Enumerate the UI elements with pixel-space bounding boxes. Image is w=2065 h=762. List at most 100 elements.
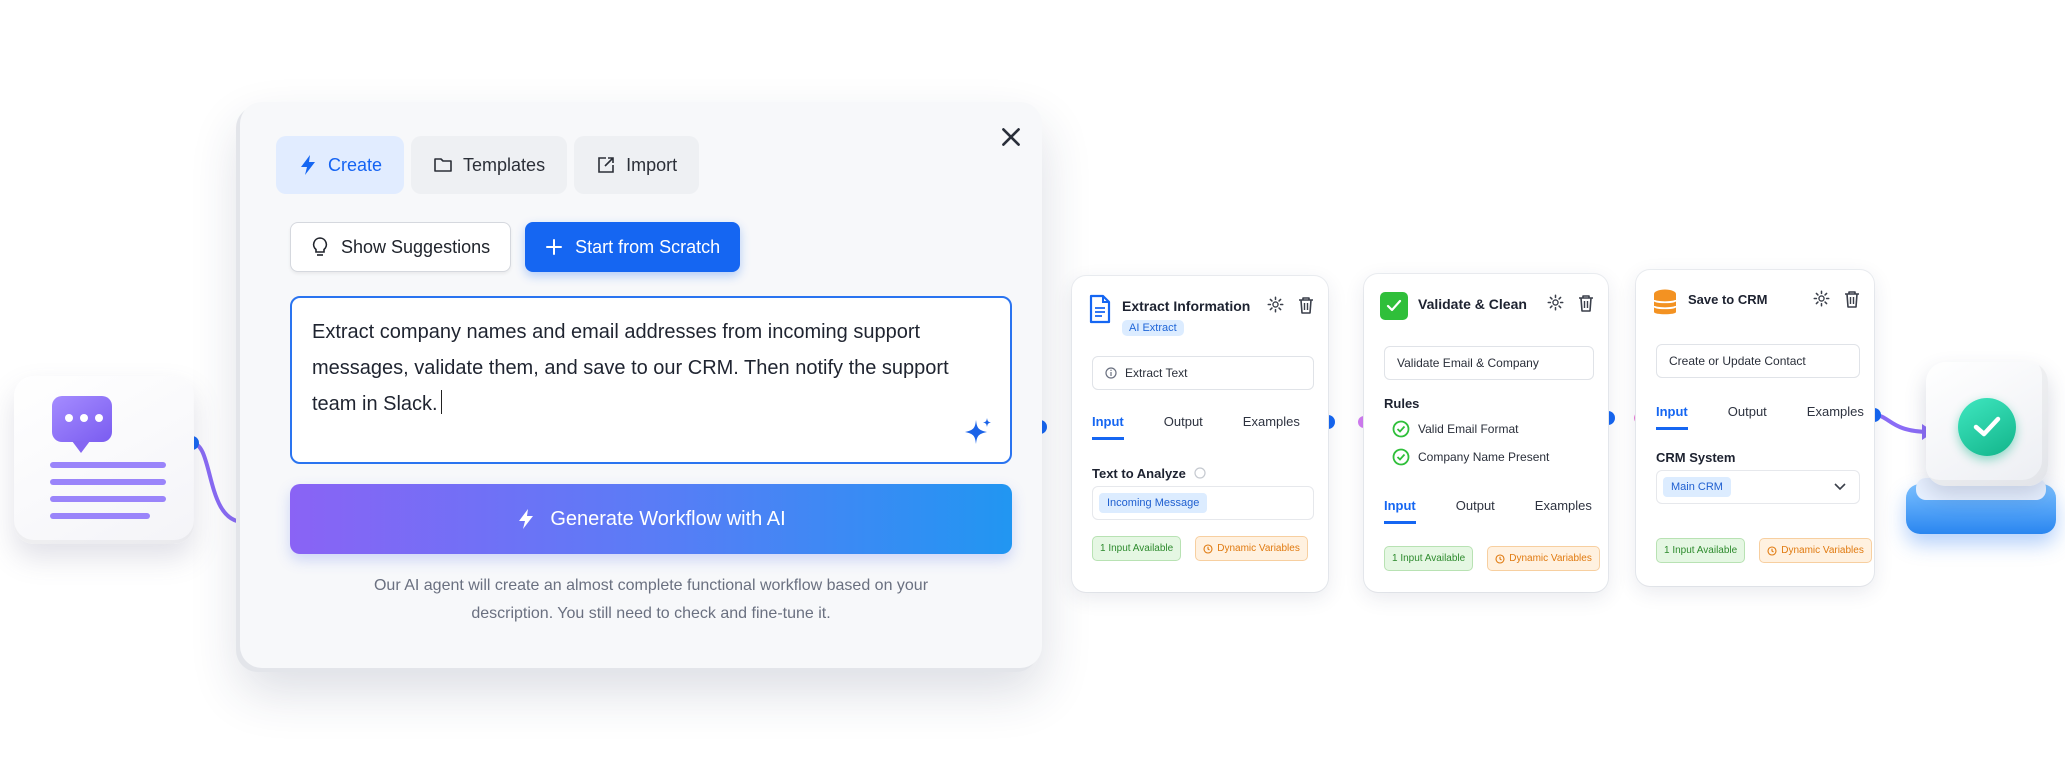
tab-examples[interactable]: Examples: [1534, 498, 1592, 513]
node-tabs: Input Output Examples: [1384, 498, 1592, 524]
node-save-to-crm[interactable]: Save to CRM Create or Update Contact Inp…: [1636, 270, 1874, 586]
node-status-pills: 1 Input Available Dynamic Variables: [1092, 536, 1308, 561]
crm-system-label: CRM System: [1656, 450, 1736, 465]
button-label: Generate Workflow with AI: [550, 507, 786, 530]
clock-icon: [1203, 543, 1213, 554]
check-circle-icon: [1392, 448, 1410, 466]
node-tabs: Input Output Examples: [1092, 414, 1300, 440]
node-title: Save to CRM: [1688, 292, 1768, 307]
tab-output[interactable]: Output: [1727, 404, 1767, 419]
rule-item: Valid Email Format: [1392, 420, 1518, 438]
field-label-text: Text to Analyze: [1092, 466, 1186, 481]
document-icon: [1089, 294, 1111, 324]
dynamic-variables-pill[interactable]: Dynamic Variables: [1759, 538, 1872, 563]
field-label: Text to Analyze: [1092, 466, 1206, 481]
trash-icon[interactable]: [1298, 296, 1314, 314]
node-status-pills: 1 Input Available Dynamic Variables: [1384, 546, 1600, 571]
rule-text: Company Name Present: [1418, 450, 1550, 464]
helper-text: Our AI agent will create an almost compl…: [290, 572, 1012, 628]
rules-label: Rules: [1384, 396, 1420, 411]
chat-bubble-icon: [52, 396, 112, 453]
node-extract-information[interactable]: Extract Information AI Extract Extract T…: [1072, 276, 1328, 592]
rule-text: Valid Email Format: [1418, 422, 1519, 436]
folder-icon: [434, 158, 452, 172]
button-label: Show Suggestions: [341, 236, 491, 257]
node-validate-clean[interactable]: Validate & Clean Validate Email & Compan…: [1364, 274, 1608, 592]
check-circle-icon: [1392, 420, 1410, 438]
helper-line: description. You still need to check and…: [471, 605, 831, 622]
field-value: Validate Email & Company: [1397, 356, 1539, 370]
message-lines-decoration: [50, 462, 166, 530]
ai-sparkle-icon[interactable]: [962, 416, 994, 448]
trash-icon[interactable]: [1844, 290, 1860, 308]
database-icon: [1653, 289, 1677, 315]
clock-icon: [1495, 553, 1505, 564]
variable-chip[interactable]: Incoming Message: [1099, 493, 1208, 513]
selected-crm-chip: Main CRM: [1663, 477, 1731, 497]
success-pedestal: [1906, 478, 2056, 534]
tab-input[interactable]: Input: [1656, 404, 1688, 430]
tab-create[interactable]: Create: [276, 136, 405, 194]
tab-label: Import: [626, 154, 678, 175]
validate-field[interactable]: Validate Email & Company: [1384, 346, 1594, 380]
node-tabs: Input Output Examples: [1656, 404, 1864, 430]
inputs-available-pill: 1 Input Available: [1092, 536, 1182, 561]
dialog-tabs: Create Templates Import: [276, 136, 700, 194]
tab-label: Templates: [463, 154, 546, 175]
pill-label: Dynamic Variables: [1509, 553, 1592, 564]
node-title: Extract Information: [1122, 298, 1251, 314]
tab-templates[interactable]: Templates: [411, 136, 568, 194]
pill-label: Dynamic Variables: [1781, 545, 1864, 556]
trash-icon[interactable]: [1578, 294, 1594, 312]
plus-icon: [546, 239, 563, 255]
dynamic-variables-pill[interactable]: Dynamic Variables: [1195, 536, 1308, 561]
extract-text-field[interactable]: Extract Text: [1092, 356, 1314, 390]
connector-message-to-dialog: [191, 441, 245, 524]
bolt-icon: [519, 509, 534, 529]
tab-input[interactable]: Input: [1092, 414, 1124, 440]
info-circle-icon: [1105, 367, 1117, 379]
node-title: Validate & Clean: [1418, 296, 1527, 312]
gear-icon[interactable]: [1547, 294, 1564, 311]
bolt-icon: [301, 155, 315, 175]
prompt-text: Extract company names and email addresse…: [312, 321, 949, 415]
inputs-available-pill: 1 Input Available: [1656, 538, 1746, 563]
workflow-prompt-textarea[interactable]: Extract company names and email addresse…: [290, 296, 1012, 464]
button-label: Start from Scratch: [575, 236, 721, 257]
dialog-actions: Show Suggestions Start from Scratch: [290, 222, 741, 272]
dynamic-variables-pill[interactable]: Dynamic Variables: [1487, 546, 1600, 571]
inputs-available-pill: 1 Input Available: [1384, 546, 1474, 571]
clock-icon: [1767, 545, 1777, 556]
show-suggestions-button[interactable]: Show Suggestions: [290, 222, 512, 272]
gear-icon[interactable]: [1813, 290, 1830, 307]
create-workflow-dialog: Create Templates Import Show Suggestions: [240, 102, 1042, 668]
helper-line: Our AI agent will create an almost compl…: [373, 577, 929, 594]
crm-system-select[interactable]: Main CRM: [1656, 470, 1860, 504]
rule-item: Company Name Present: [1392, 448, 1549, 466]
field-value: Create or Update Contact: [1669, 354, 1806, 368]
tab-output[interactable]: Output: [1163, 414, 1203, 429]
checkbox-icon: [1380, 292, 1408, 320]
tab-output[interactable]: Output: [1455, 498, 1495, 513]
chevron-down-icon: [1834, 483, 1846, 491]
tab-import[interactable]: Import: [574, 136, 700, 194]
close-icon[interactable]: [998, 124, 1024, 150]
tab-examples[interactable]: Examples: [1242, 414, 1300, 429]
import-icon: [598, 157, 614, 173]
start-from-scratch-button[interactable]: Start from Scratch: [525, 222, 741, 272]
tab-label: Create: [328, 154, 383, 175]
text-to-analyze-field[interactable]: Incoming Message: [1092, 486, 1314, 520]
info-circle-icon: [1193, 467, 1206, 479]
lightbulb-icon: [312, 237, 328, 256]
text-caret: [440, 390, 443, 414]
node-status-pills: 1 Input Available Dynamic Variables: [1656, 538, 1872, 563]
generate-workflow-button[interactable]: Generate Workflow with AI: [290, 484, 1012, 554]
success-check-icon: [1958, 398, 2016, 456]
success-cube: [1926, 362, 2048, 486]
node-type-badge: AI Extract: [1122, 320, 1184, 336]
incoming-message-card: [14, 376, 194, 544]
gear-icon[interactable]: [1267, 296, 1284, 313]
crm-action-field[interactable]: Create or Update Contact: [1656, 344, 1860, 378]
tab-input[interactable]: Input: [1384, 498, 1416, 524]
tab-examples[interactable]: Examples: [1806, 404, 1864, 419]
